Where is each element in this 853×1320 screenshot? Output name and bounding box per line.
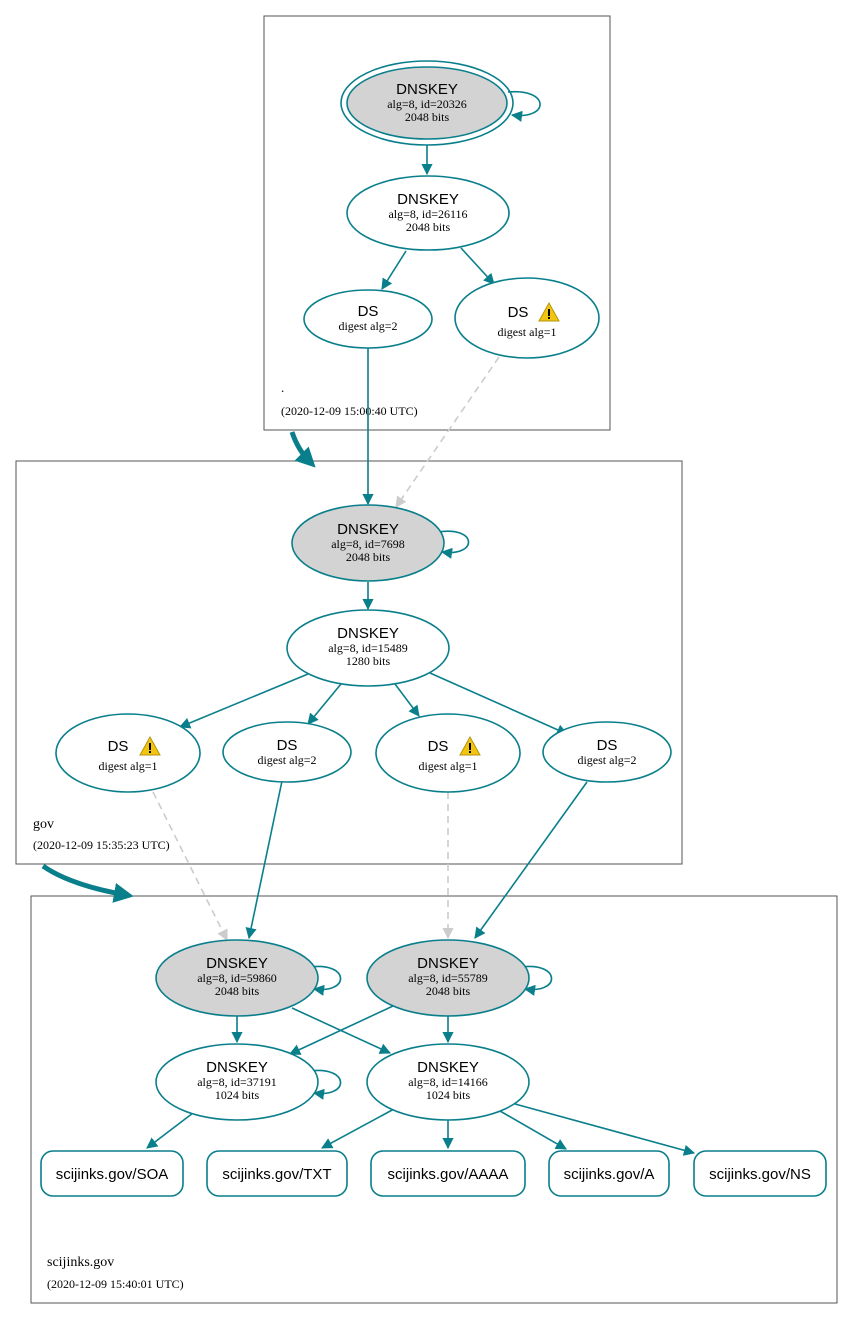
node-root-ds1[interactable]: DS digest alg=1 <box>454 277 600 359</box>
warning-icon <box>538 301 560 322</box>
edge-gov-ds-b-to-sci-ksk1 <box>245 780 283 940</box>
zone-scijinks-name: scijinks.gov <box>47 1255 114 1270</box>
record-label: scijinks.gov/A <box>564 1166 655 1183</box>
node-detail: 2048 bits <box>215 984 260 998</box>
node-gov-ds-d[interactable]: DS digest alg=2 <box>542 721 672 783</box>
warning-icon <box>459 735 481 756</box>
edge-sci-zsk2-to-ns <box>514 1103 696 1156</box>
warning-icon <box>139 735 161 756</box>
record-label: scijinks.gov/TXT <box>222 1166 331 1183</box>
edge-root-ksk-self <box>507 90 541 122</box>
edge-sci-zsk1-to-soa <box>146 1112 194 1149</box>
node-gov-zsk[interactable]: DNSKEY alg=8, id=15489 1280 bits <box>286 609 450 687</box>
node-detail: digest alg=2 <box>257 753 316 767</box>
node-gov-ksk[interactable]: DNSKEY alg=8, id=7698 2048 bits <box>291 504 445 582</box>
delegation-arrow-gov-scijinks <box>41 863 134 903</box>
edge-sci-zsk2-to-txt <box>321 1108 395 1149</box>
edge-gov-zsk-to-ds-a <box>178 673 309 729</box>
record-a[interactable]: scijinks.gov/A <box>548 1150 670 1197</box>
node-detail: alg=8, id=37191 <box>197 1075 277 1089</box>
zone-gov: gov (2020-12-09 15:35:23 UTC) <box>15 460 683 865</box>
record-label: scijinks.gov/SOA <box>56 1166 169 1183</box>
node-detail: digest alg=1 <box>497 325 556 339</box>
zone-scijinks: scijinks.gov (2020-12-09 15:40:01 UTC) <box>30 895 838 1304</box>
node-root-ds2[interactable]: DS digest alg=2 <box>303 289 433 349</box>
node-title: DS <box>508 304 529 321</box>
node-title: DNSKEY <box>337 521 399 538</box>
node-title: DNSKEY <box>337 625 399 642</box>
node-gov-ds-a[interactable]: DS digest alg=1 <box>55 713 201 793</box>
node-title: DNSKEY <box>206 1059 268 1076</box>
node-detail: 1024 bits <box>215 1088 260 1102</box>
node-detail: 2048 bits <box>426 984 471 998</box>
edge-root-zsk-to-ds2 <box>381 250 407 290</box>
node-detail: 1280 bits <box>346 654 391 668</box>
node-title: DNSKEY <box>206 955 268 972</box>
edge-root-ds1-to-gov-ksk-insecure <box>395 356 500 508</box>
zone-scijinks-timestamp: (2020-12-09 15:40:01 UTC) <box>47 1277 184 1291</box>
node-title: DNSKEY <box>417 1059 479 1076</box>
node-root-ksk[interactable]: DNSKEY alg=8, id=20326 2048 bits <box>340 60 514 146</box>
record-ns[interactable]: scijinks.gov/NS <box>693 1150 827 1197</box>
node-title: DNSKEY <box>397 191 459 208</box>
node-sci-zsk1[interactable]: DNSKEY alg=8, id=37191 1024 bits <box>155 1043 319 1121</box>
edge-gov-ksk-self <box>437 530 470 559</box>
node-detail: 2048 bits <box>346 550 391 564</box>
node-detail: 2048 bits <box>405 110 450 124</box>
node-detail: alg=8, id=14166 <box>408 1075 488 1089</box>
edge-sci-zsk2-to-a <box>499 1110 567 1150</box>
edge-gov-zsk-to-ds-b <box>307 683 342 725</box>
node-root-zsk[interactable]: DNSKEY alg=8, id=26116 2048 bits <box>346 175 510 251</box>
node-title: DS <box>597 737 618 754</box>
zone-root-name: . <box>281 380 284 395</box>
node-detail: alg=8, id=20326 <box>387 97 467 111</box>
edge-gov-ds-a-to-sci-ksk1-insecure <box>152 791 228 942</box>
node-title: DS <box>277 737 298 754</box>
node-detail: digest alg=2 <box>338 319 397 333</box>
record-txt[interactable]: scijinks.gov/TXT <box>206 1150 348 1197</box>
node-detail: digest alg=2 <box>577 753 636 767</box>
node-detail: 2048 bits <box>406 220 451 234</box>
edge-gov-zsk-to-ds-c <box>394 683 420 717</box>
edge-sci-ksk2-to-zsk1 <box>288 1005 394 1055</box>
node-detail: alg=8, id=55789 <box>408 971 488 985</box>
node-title: DS <box>358 303 379 320</box>
node-title: DS <box>428 738 449 755</box>
record-label: scijinks.gov/AAAA <box>388 1166 509 1183</box>
node-gov-ds-b[interactable]: DS digest alg=2 <box>222 721 352 783</box>
zone-root: . (2020-12-09 15:00:40 UTC) <box>263 15 611 431</box>
node-detail: alg=8, id=15489 <box>328 641 408 655</box>
node-sci-ksk1[interactable]: DNSKEY alg=8, id=59860 2048 bits <box>155 939 319 1017</box>
node-detail: alg=8, id=59860 <box>197 971 277 985</box>
edge-gov-zsk-to-ds-d <box>429 672 569 736</box>
edge-root-zsk-to-ds1 <box>460 247 495 285</box>
node-detail: alg=8, id=26116 <box>388 207 467 221</box>
node-title: DNSKEY <box>417 955 479 972</box>
record-label: scijinks.gov/NS <box>709 1166 811 1183</box>
edge-gov-ds-d-to-sci-ksk2 <box>474 781 588 939</box>
node-sci-zsk2[interactable]: DNSKEY alg=8, id=14166 1024 bits <box>366 1043 530 1121</box>
node-sci-ksk2[interactable]: DNSKEY alg=8, id=55789 2048 bits <box>366 939 530 1017</box>
zone-gov-timestamp: (2020-12-09 15:35:23 UTC) <box>33 838 170 852</box>
delegation-arrow-root-gov <box>289 431 316 468</box>
node-detail: 1024 bits <box>426 1088 471 1102</box>
record-soa[interactable]: scijinks.gov/SOA <box>40 1150 184 1197</box>
node-title: DNSKEY <box>396 81 458 98</box>
node-detail: digest alg=1 <box>418 759 477 773</box>
edge-sci-zsk1-self <box>309 1069 342 1100</box>
node-detail: digest alg=1 <box>98 759 157 773</box>
record-aaaa[interactable]: scijinks.gov/AAAA <box>370 1150 526 1197</box>
zone-gov-name: gov <box>33 817 54 832</box>
node-gov-ds-c[interactable]: DS digest alg=1 <box>375 713 521 793</box>
edge-sci-ksk1-self <box>309 965 342 996</box>
edge-sci-ksk2-self <box>520 965 553 996</box>
node-title: DS <box>108 738 129 755</box>
zone-root-timestamp: (2020-12-09 15:00:40 UTC) <box>281 404 418 418</box>
node-detail: alg=8, id=7698 <box>331 537 405 551</box>
